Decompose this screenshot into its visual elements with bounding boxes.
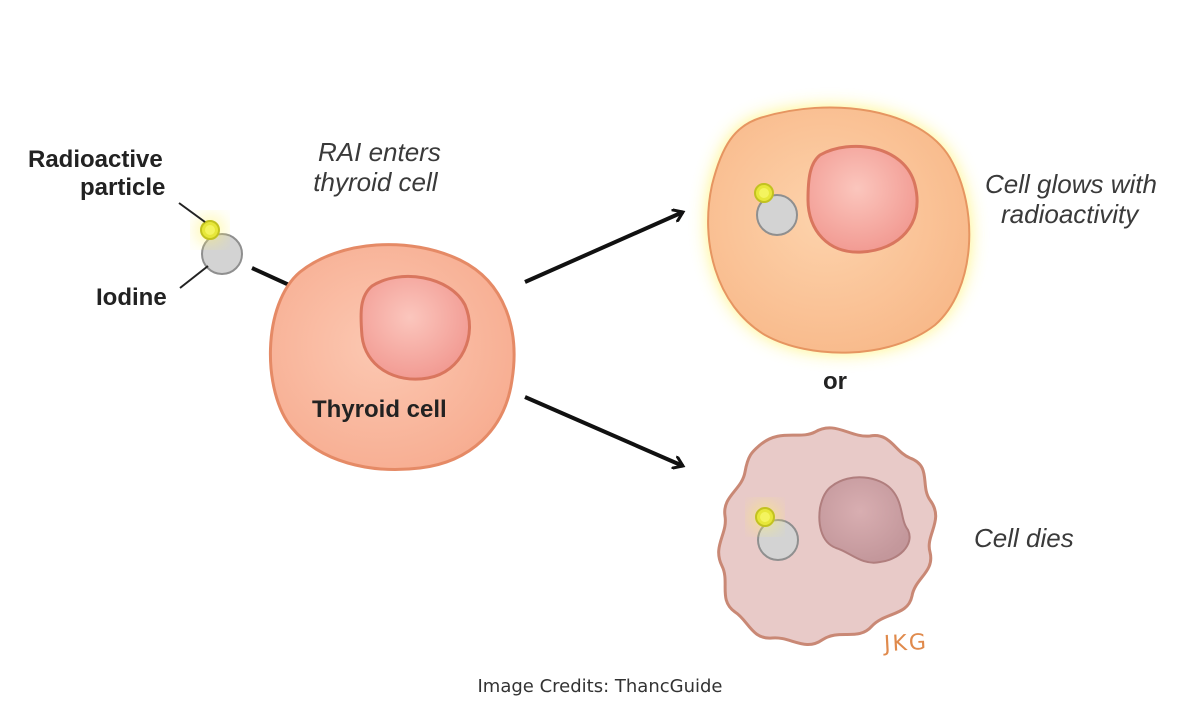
rai-enters-label: RAI enters thyroid cell xyxy=(313,137,441,198)
arrow-to-dying-cell xyxy=(524,395,683,466)
iodine-label: Iodine xyxy=(96,284,167,311)
iodine-leader-line xyxy=(179,265,209,289)
image-credit: Image Credits: ThancGuide xyxy=(477,676,723,697)
cell-glows-label: Cell glows with radioactivity xyxy=(985,169,1157,230)
cell-glows-line2: radioactivity xyxy=(1001,198,1139,229)
cell-dies-label: Cell dies xyxy=(974,523,1074,553)
artist-signature: JKG xyxy=(883,629,929,658)
rai-enters-line1: RAI enters xyxy=(318,137,441,167)
thyroid-cell-label: Thyroid cell xyxy=(312,396,447,423)
arrow-to-glowing-cell xyxy=(524,212,683,284)
particle-leader-line xyxy=(178,202,206,223)
or-label: or xyxy=(823,368,847,395)
radioactive-particle-line2: particle xyxy=(80,173,166,201)
free-iodine-atom xyxy=(196,216,243,275)
dying-cell-nucleus xyxy=(818,476,911,564)
dying-cell xyxy=(717,426,938,646)
radioactive-particle-label: Radioactive particle xyxy=(28,146,165,201)
cell-glows-line1: Cell glows with xyxy=(985,169,1157,199)
glowing-cell xyxy=(707,106,971,354)
thyroid-nucleus xyxy=(359,274,471,381)
glowing-cell-iodine xyxy=(756,194,798,236)
glowing-cell-nucleus xyxy=(806,144,919,254)
radioactive-particle-line1: Radioactive xyxy=(28,146,163,173)
thyroid-cell-shape xyxy=(269,243,516,471)
rai-enters-line2: thyroid cell xyxy=(313,166,438,197)
